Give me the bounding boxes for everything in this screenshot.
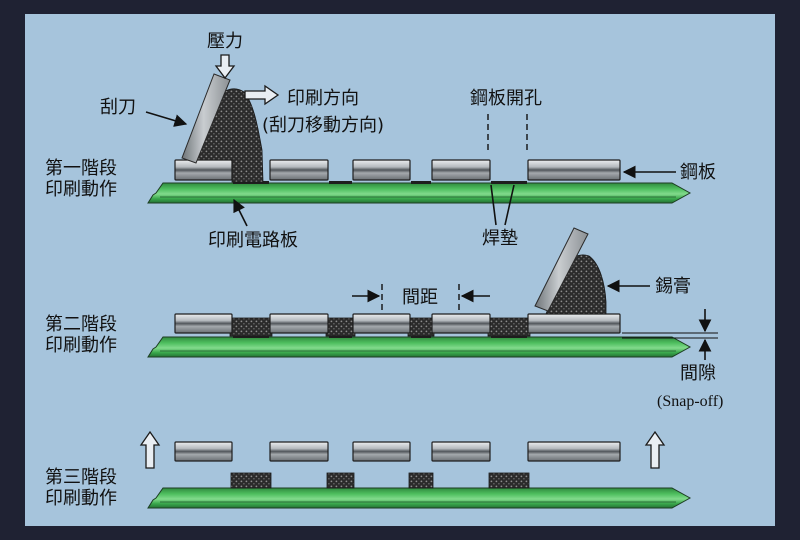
- stencil-label: 鋼板: [680, 162, 716, 183]
- print-direction-note: (刮刀移動方向): [262, 115, 384, 136]
- pcb-boards-layer: [147, 182, 692, 509]
- pressure-label: 壓力: [207, 31, 243, 52]
- stage2-stencil-segment-3: [352, 313, 411, 334]
- stage2-stencil-segment-4: [431, 313, 491, 334]
- print-direction-label: 印刷方向: [287, 88, 359, 109]
- squeegee-label: 刮刀: [100, 97, 136, 118]
- stage1-title: 第一階段: [45, 158, 117, 179]
- pcb-label: 印刷電路板: [208, 230, 298, 251]
- stage1-stencil-segment-1: [174, 159, 233, 181]
- stage2-stencil-segment-5: [527, 313, 621, 334]
- stage2-solder-pad-4: [491, 335, 527, 338]
- pcb-leader-arrow: [233, 198, 248, 227]
- stage1-solder-pad-2: [329, 181, 352, 184]
- stage2-solder-paste-fill-1: [229, 317, 273, 337]
- stage2-solder-pad-2: [329, 335, 352, 338]
- stage3-stencil-segment-2: [269, 441, 329, 462]
- stage3-pcb-board: [147, 487, 692, 509]
- solder-paste-layer: [229, 317, 531, 489]
- stage1-solder-pad-3: [411, 181, 431, 184]
- stage3-stencil-segment-5: [527, 441, 621, 462]
- stage3-solder-paste-deposit-3: [408, 472, 434, 489]
- stage2-solder-paste-fill-3: [407, 317, 435, 337]
- stage2-title: 第二階段: [45, 314, 117, 335]
- stencil-layer: [174, 159, 621, 462]
- stage2-solder-pad-1: [233, 335, 269, 338]
- pad-leader-line-left: [490, 184, 497, 226]
- pressure-down-arrow-icon: [214, 54, 236, 80]
- stage2-solder-paste-fill-2: [325, 317, 356, 337]
- stage3-solder-paste-deposit-4: [488, 472, 530, 489]
- pad-label: 焊墊: [482, 228, 518, 249]
- pitch-label: 間距: [402, 287, 438, 308]
- stage3-solder-paste-deposit-2: [326, 472, 355, 489]
- squeegee-leader-arrow: [145, 111, 188, 127]
- stage1-stencil-segment-4: [431, 159, 491, 181]
- stage3-stencil-segment-1: [174, 441, 233, 462]
- print-direction-right-arrow-icon: [244, 84, 280, 106]
- stage3-stencil-segment-3: [352, 441, 411, 462]
- stage3-solder-paste-deposit-1: [230, 472, 272, 489]
- stage3-subtitle: 印刷動作: [45, 488, 117, 509]
- pad-leader-line-right: [504, 184, 515, 226]
- stencil-aperture-label: 鋼板開孔: [470, 88, 542, 109]
- stage2-stencil-segment-2: [269, 313, 329, 334]
- snap-off-note: (Snap-off): [657, 393, 723, 410]
- stage1-stencil-segment-5: [527, 159, 621, 181]
- stage1-subtitle: 印刷動作: [45, 179, 117, 200]
- stage2-pcb-board: [147, 336, 692, 358]
- stage2-solder-paste-fill-4: [487, 317, 531, 337]
- stage1-solder-pad-1: [233, 181, 269, 184]
- stage2-subtitle: 印刷動作: [45, 335, 117, 356]
- stage1-stencil-segment-2: [269, 159, 329, 181]
- snap-off-label: 間隙: [680, 363, 716, 384]
- stage2-solder-pad-3: [411, 335, 431, 338]
- stage3-lift-up-arrow-right-icon: [644, 430, 666, 469]
- stage3-lift-up-arrow-left-icon: [139, 430, 161, 469]
- stage3-title: 第三階段: [45, 467, 117, 488]
- stage1-solder-pad-4: [491, 181, 527, 184]
- stage3-stencil-segment-4: [431, 441, 491, 462]
- solder-paste-label: 錫膏: [655, 275, 691, 297]
- stage1-pcb-board: [147, 182, 692, 204]
- solder-pads-layer: [233, 181, 527, 338]
- stage1-stencil-segment-3: [352, 159, 411, 181]
- stage2-squeegee-blade: [534, 227, 589, 312]
- stage2-stencil-segment-1: [174, 313, 233, 334]
